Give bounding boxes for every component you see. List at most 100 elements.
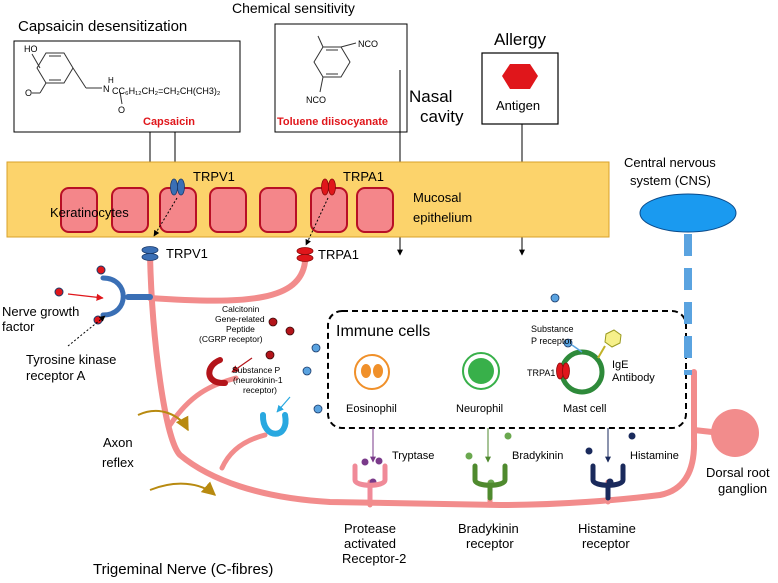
bradykinin-receptor-label-2: receptor: [466, 536, 514, 551]
keratinocyte-cell: [356, 187, 394, 233]
capsaicin-methoxy-o: O: [25, 88, 32, 98]
axon-reflex-arrow-2: [149, 481, 217, 496]
ngf-label-1: Nerve growth: [2, 304, 79, 319]
nasal-cavity-label-2: cavity: [420, 107, 464, 126]
bradykinin-receptor-label-1: Bradykinin: [458, 521, 519, 536]
antigen-label: Antigen: [496, 98, 540, 113]
toluene-nco-top: NCO: [358, 39, 378, 49]
substance-p-receptor-icon: [259, 412, 289, 437]
trigeminal-nerve-label: Trigeminal Nerve (C-fibres): [93, 561, 273, 578]
drg-label-2: ganglion: [718, 481, 767, 496]
bradykinin-molecule-icon: [465, 452, 473, 460]
ngf-arrow: [67, 293, 104, 301]
keratinocyte-cell: [310, 187, 348, 233]
substance-p-molecule-icon: [313, 404, 323, 414]
trpv1-dashed-link: [153, 197, 178, 237]
tryptase-molecule-icon: [375, 457, 383, 465]
toluene-name: Toluene diisocyanate: [277, 116, 388, 128]
tyrosine-kinase-receptor-icon: [100, 275, 126, 318]
immune-cells-title: Immune cells: [336, 323, 430, 340]
substance-p-receptor-ball-icon: [563, 338, 573, 348]
histamine-label: Histamine: [630, 450, 679, 462]
eosinophil-cell-icon: [354, 354, 390, 390]
tyrosine-kinase-label-1: Tyrosine kinase: [26, 352, 116, 367]
capsaicin-name: Capsaicin: [143, 116, 195, 128]
capsaicin-structure: [31, 52, 123, 105]
par2-label-3: Receptor-2: [342, 551, 406, 566]
ngf-label-2: factor: [2, 319, 35, 334]
chemical-sensitivity-title: Chemical sensitivity: [232, 0, 355, 16]
trpa1-nerve-channel-icon: [296, 247, 314, 262]
ngf-molecule-icon: [54, 287, 64, 297]
trpv1-nerve-channel-icon: [141, 246, 159, 261]
substance-p-receptor-label-2: P receptor: [531, 336, 572, 346]
trpv1-nerve-label: TRPV1: [166, 246, 208, 261]
neurophil-label: Neurophil: [456, 403, 503, 415]
nerve-drg-branch: [691, 427, 715, 435]
capsaicin-n: N: [103, 84, 110, 94]
immune-cells-box: [327, 310, 687, 429]
axon-reflex-label-1: Axon: [103, 435, 133, 450]
cns-label-1: Central nervous: [624, 155, 716, 170]
par2-label-2: activated: [344, 536, 396, 551]
nerve-main-axon: [147, 252, 698, 509]
keratinocyte-cell: [159, 187, 197, 233]
tryptase-label: Tryptase: [392, 450, 434, 462]
histamine-molecule-icon: [585, 447, 593, 455]
nasal-cavity-label-1: Nasal: [409, 87, 452, 106]
trpa1-nerve-label: TRPA1: [318, 247, 359, 262]
capsaicin-ho: HO: [24, 44, 38, 54]
histamine-receptor-label-1: Histamine: [578, 521, 636, 536]
nerve-trpa1-branch: [147, 259, 308, 304]
mucosal-label-2: epithelium: [413, 210, 472, 225]
trpa1-channel-keratinocyte-icon: [321, 178, 336, 196]
par2-label-1: Protease: [344, 521, 396, 536]
bradykinin-label: Bradykinin: [512, 450, 563, 462]
eosinophil-label: Eosinophil: [346, 403, 397, 415]
mast-cell-trpa1-channel-icon: [556, 362, 570, 380]
capsaicin-desensitization-title: Capsaicin desensitization: [18, 18, 187, 35]
capsaicin-carbonyl-o: O: [118, 105, 125, 115]
tryptase-molecule-icon: [361, 458, 369, 466]
cgrp-molecule-icon: [285, 326, 295, 336]
ngf-molecule-icon: [96, 265, 106, 275]
substance-p-receptor-label-1: Substance: [531, 324, 574, 334]
cgrp-label-3: Peptide: [226, 324, 255, 334]
nerve-substance-p-branch: [219, 432, 268, 471]
axon-reflex-arrow-1: [137, 410, 189, 432]
cgrp-molecule-icon: [265, 350, 275, 360]
antigen-octagon-icon: [502, 64, 538, 89]
cgrp-arrow: [231, 357, 253, 373]
ige-label-1: IgE: [612, 359, 629, 371]
keratinocytes-label: Keratinocytes: [50, 205, 129, 220]
trpv1-keratinocyte-label: TRPV1: [193, 169, 235, 184]
par2-receptor-icon: [352, 463, 388, 501]
mucosal-epithelium-layer: [6, 161, 610, 238]
bradykinin-receptor-icon: [472, 463, 508, 501]
substance-p-label-1: Substance P: [232, 365, 281, 375]
bradykinin-molecule-icon: [504, 432, 512, 440]
allergy-title: Allergy: [494, 30, 546, 49]
neurophil-cell-icon: [462, 352, 500, 390]
mucosal-label-1: Mucosal: [413, 190, 462, 205]
substance-p-label-2: (neurokinin-1: [233, 375, 283, 385]
cns-icon: [639, 193, 737, 233]
trpv1-channel-keratinocyte-icon: [170, 178, 185, 196]
toluene-structure-box: [274, 23, 408, 133]
mast-cell-trpa1-label: TRPA1: [527, 368, 555, 378]
substance-p-molecule-icon: [302, 366, 312, 376]
capsaicin-h: H: [108, 76, 114, 85]
mast-cell-label: Mast cell: [563, 403, 606, 415]
keratinocyte-cell: [60, 187, 98, 233]
cgrp-molecule-icon: [268, 317, 278, 327]
dorsal-root-ganglion-icon: [711, 409, 759, 457]
drg-label-1: Dorsal root: [706, 465, 770, 480]
histamine-receptor-icon: [590, 463, 626, 501]
histamine-receptor-label-2: receptor: [582, 536, 630, 551]
ige-label-2: Antibody: [612, 372, 655, 384]
toluene-nco-bottom: NCO: [306, 95, 326, 105]
trpa1-keratinocyte-label: TRPA1: [343, 169, 384, 184]
capsaicin-chain: CC₆H₁₂CH₂=CH₂CH(CH3)₂: [112, 86, 221, 96]
substance-p-molecule-icon: [311, 343, 321, 353]
keratinocyte-cell: [259, 187, 297, 233]
